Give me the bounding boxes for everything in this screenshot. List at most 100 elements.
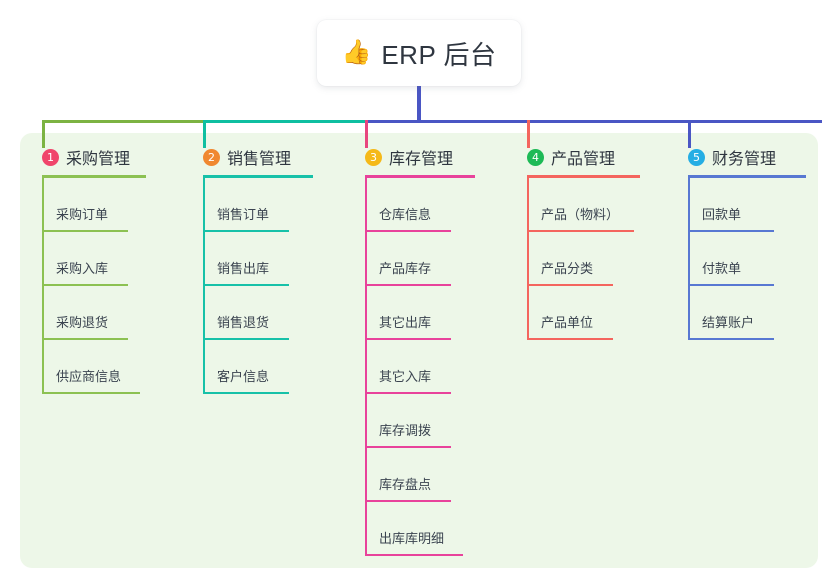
column-spine — [688, 178, 690, 340]
list-item-rule — [42, 338, 128, 340]
root-node-content: 👍 ERP 后台 — [341, 35, 496, 72]
connector-root-stem — [417, 86, 421, 123]
list-item-label: 采购订单 — [56, 207, 109, 222]
column-title: 财务管理 — [712, 151, 777, 168]
list-item[interactable]: 付款单 — [688, 232, 839, 286]
list-item[interactable]: 仓库信息 — [365, 178, 525, 232]
list-item[interactable]: 其它入库 — [365, 340, 525, 394]
list-item-rule — [688, 284, 774, 286]
list-item-label: 产品单位 — [541, 315, 594, 330]
list-item-label: 出库库明细 — [379, 531, 445, 546]
list-item-label: 销售出库 — [217, 261, 270, 276]
column-header-rule — [688, 175, 806, 178]
list-item-label: 采购退货 — [56, 315, 109, 330]
list-item[interactable]: 产品库存 — [365, 232, 525, 286]
list-item[interactable]: 结算账户 — [688, 286, 839, 340]
connector-drop-1 — [42, 120, 45, 148]
list-item-rule — [203, 338, 289, 340]
column-spine — [527, 178, 529, 340]
list-item[interactable]: 采购入库 — [42, 232, 202, 286]
list-item-label: 销售订单 — [217, 207, 270, 222]
number-badge-icon: 4 — [527, 148, 544, 166]
list-item-rule — [527, 338, 613, 340]
column-items: 回款单付款单结算账户 — [688, 178, 839, 340]
list-item-label: 库存调拨 — [379, 423, 432, 438]
connector-drop-4 — [527, 120, 530, 148]
list-item-label: 供应商信息 — [56, 369, 122, 384]
column-title: 库存管理 — [389, 151, 454, 168]
column-items: 产品（物料） 产品分类产品单位 — [527, 178, 687, 340]
column-3: 3 库存管理仓库信息产品库存其它出库其它入库库存调拨库存盘点出库库明细 — [365, 145, 525, 556]
number-badge-icon: 1 — [42, 148, 59, 166]
column-spine — [203, 178, 205, 394]
list-item[interactable]: 供应商信息 — [42, 340, 202, 394]
list-item-label: 采购入库 — [56, 261, 109, 276]
list-item-rule — [42, 230, 128, 232]
list-item-rule — [365, 392, 451, 394]
list-item-rule — [42, 392, 140, 394]
connector-bar-segment-2 — [203, 120, 368, 123]
thumbs-up-icon: 👍 — [341, 39, 372, 66]
list-item[interactable]: 产品（物料） — [527, 178, 687, 232]
column-header-rule — [203, 175, 313, 178]
column-header-rule — [42, 175, 146, 178]
list-item-rule — [203, 230, 289, 232]
list-item-rule — [203, 392, 289, 394]
list-item-label: 产品（物料） — [541, 207, 620, 222]
list-item[interactable]: 采购订单 — [42, 178, 202, 232]
list-item-label: 其它出库 — [379, 315, 432, 330]
list-item-rule — [365, 554, 463, 556]
list-item-label: 结算账户 — [702, 315, 755, 330]
list-item-rule — [688, 230, 774, 232]
list-item[interactable]: 回款单 — [688, 178, 839, 232]
list-item[interactable]: 库存盘点 — [365, 448, 525, 502]
list-item-label: 仓库信息 — [379, 207, 432, 222]
column-header-rule — [527, 175, 640, 178]
list-item-label: 付款单 — [702, 261, 742, 276]
list-item-rule — [203, 284, 289, 286]
list-item[interactable]: 销售退货 — [203, 286, 363, 340]
connector-bar-segment-3 — [365, 120, 822, 123]
list-item-label: 其它入库 — [379, 369, 432, 384]
list-item[interactable]: 采购退货 — [42, 286, 202, 340]
list-item-rule — [365, 500, 451, 502]
list-item[interactable]: 客户信息 — [203, 340, 363, 394]
list-item-rule — [365, 446, 451, 448]
list-item-rule — [527, 230, 634, 232]
list-item-label: 回款单 — [702, 207, 742, 222]
list-item[interactable]: 其它出库 — [365, 286, 525, 340]
list-item[interactable]: 库存调拨 — [365, 394, 525, 448]
connector-drop-3 — [365, 120, 368, 148]
list-item-label: 销售退货 — [217, 315, 270, 330]
list-item-rule — [527, 284, 613, 286]
connector-bar-segment-1 — [42, 120, 206, 123]
list-item[interactable]: 销售出库 — [203, 232, 363, 286]
list-item[interactable]: 销售订单 — [203, 178, 363, 232]
list-item-label: 产品库存 — [379, 261, 432, 276]
root-node-title: ERP 后台 — [381, 39, 497, 70]
column-items: 采购订单采购入库采购退货供应商信息 — [42, 178, 202, 394]
root-node-card[interactable]: 👍 ERP 后台 — [317, 20, 521, 86]
list-item[interactable]: 出库库明细 — [365, 502, 525, 556]
column-header-3[interactable]: 3 库存管理 — [365, 145, 525, 169]
column-items: 仓库信息产品库存其它出库其它入库库存调拨库存盘点出库库明细 — [365, 178, 525, 556]
column-spine — [365, 178, 367, 556]
column-spine — [42, 178, 44, 394]
list-item[interactable]: 产品分类 — [527, 232, 687, 286]
connector-drop-2 — [203, 120, 206, 148]
connector-drop-5 — [688, 120, 691, 148]
column-header-rule — [365, 175, 475, 178]
column-items: 销售订单销售出库销售退货客户信息 — [203, 178, 363, 394]
list-item[interactable]: 产品单位 — [527, 286, 687, 340]
number-badge-icon: 3 — [365, 148, 382, 166]
list-item-rule — [365, 230, 451, 232]
list-item-label: 客户信息 — [217, 369, 270, 384]
